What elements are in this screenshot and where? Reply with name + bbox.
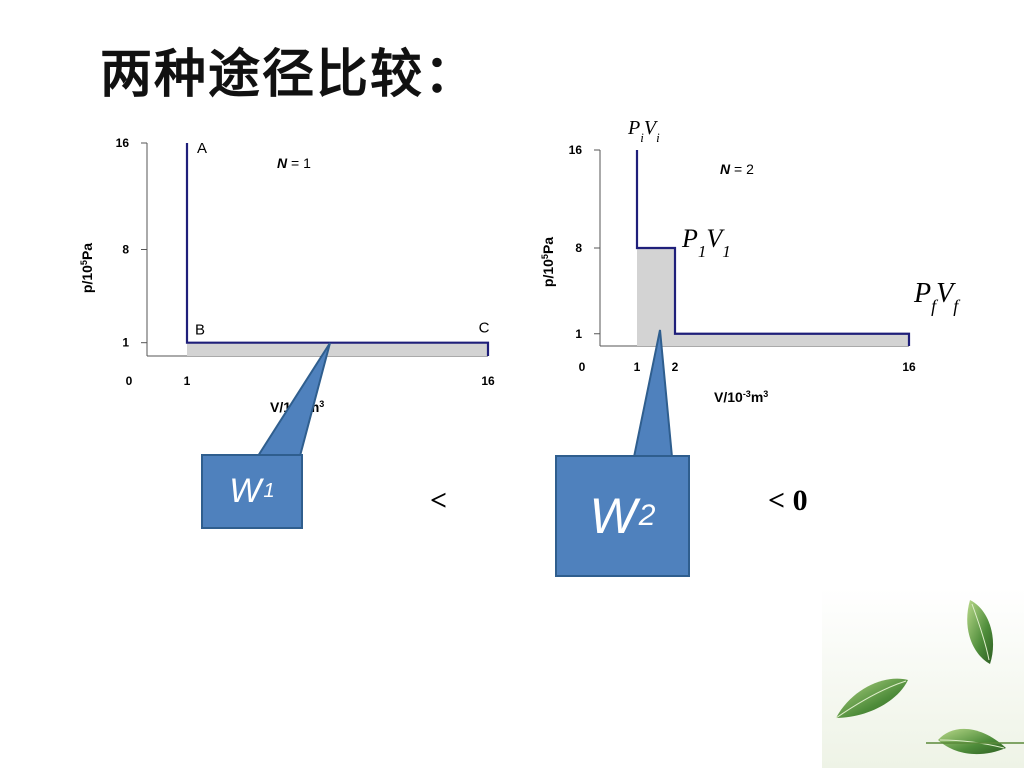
y-tick-label: 16 xyxy=(116,136,130,150)
leaf-icon xyxy=(835,678,908,719)
y-tick-label: 1 xyxy=(122,336,129,350)
point-label-b: B xyxy=(195,322,205,339)
callout-w2-sub: 2 xyxy=(638,499,656,532)
state-label-intermediate: P1V1 xyxy=(681,224,731,261)
state-label-initial: PiVi xyxy=(627,117,660,145)
x-tick-label: 0 xyxy=(579,360,586,374)
callout-w1-sub: 1 xyxy=(263,480,275,502)
decorative-leaves xyxy=(822,588,1024,768)
x-tick-label: 1 xyxy=(634,360,641,374)
x-tick-label: 1 xyxy=(184,374,191,388)
callout-w2-symbol: W xyxy=(589,488,637,544)
state-label-final: PfVf xyxy=(913,278,961,316)
y-tick-label: 16 xyxy=(569,143,583,157)
x-tick-label: 2 xyxy=(672,360,679,374)
y-tick-label: 8 xyxy=(575,241,582,255)
y-tick-label: 1 xyxy=(575,327,582,341)
leaf-icon xyxy=(967,600,994,664)
less-than-sign: < xyxy=(430,484,448,517)
leaf-icon xyxy=(938,728,1006,755)
callout-w1-symbol: W xyxy=(229,472,262,510)
less-than-zero: < 0 xyxy=(768,484,808,517)
callout-w2-pointer xyxy=(632,329,674,458)
x-tick-label: 16 xyxy=(481,374,495,388)
y-axis-label: p/105Pa xyxy=(540,237,556,287)
process-path-line xyxy=(185,143,490,356)
x-axis-label: V/10-3m3 xyxy=(714,389,768,405)
y-tick-label: 8 xyxy=(122,243,129,257)
point-label-c: C xyxy=(479,320,490,337)
process-path-line xyxy=(635,150,911,346)
process-count-label: N = 1 xyxy=(277,155,311,171)
callout-w1-pointer xyxy=(256,342,331,457)
x-tick-label: 16 xyxy=(902,360,916,374)
point-label-a: A xyxy=(197,140,207,157)
slide-title: 两种途径比较： xyxy=(100,45,479,105)
work-area-fill xyxy=(187,342,488,356)
work-area-fill xyxy=(637,248,909,346)
process-count-label: N = 2 xyxy=(720,161,754,177)
x-tick-label: 0 xyxy=(126,374,133,388)
y-axis-label: p/105Pa xyxy=(79,243,95,293)
